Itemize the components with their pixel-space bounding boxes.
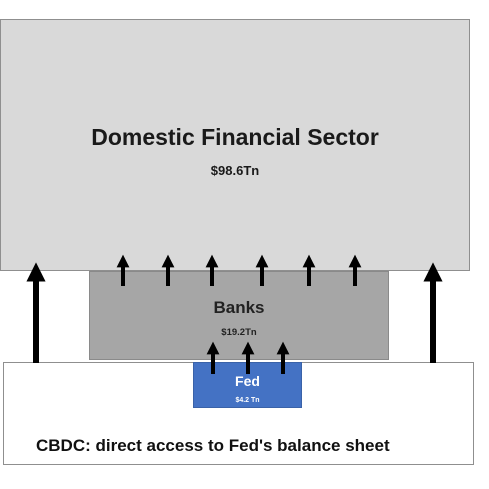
domestic-sector-title: Domestic Financial Sector xyxy=(91,124,379,150)
fed-box: Fed $4.2 Tn xyxy=(193,362,302,408)
domestic-sector-value: $98.6Tn xyxy=(210,163,260,178)
banks-title: Banks xyxy=(213,298,265,317)
domestic-financial-sector-box: Domestic Financial Sector $98.6Tn xyxy=(0,19,470,271)
fed-title: Fed xyxy=(235,373,260,389)
banks-value: $19.2Tn xyxy=(221,327,257,338)
banks-box: Banks $19.2Tn xyxy=(89,271,389,360)
cbdc-caption: CBDC: direct access to Fed's balance she… xyxy=(36,436,390,455)
fed-value: $4.2 Tn xyxy=(235,397,260,404)
